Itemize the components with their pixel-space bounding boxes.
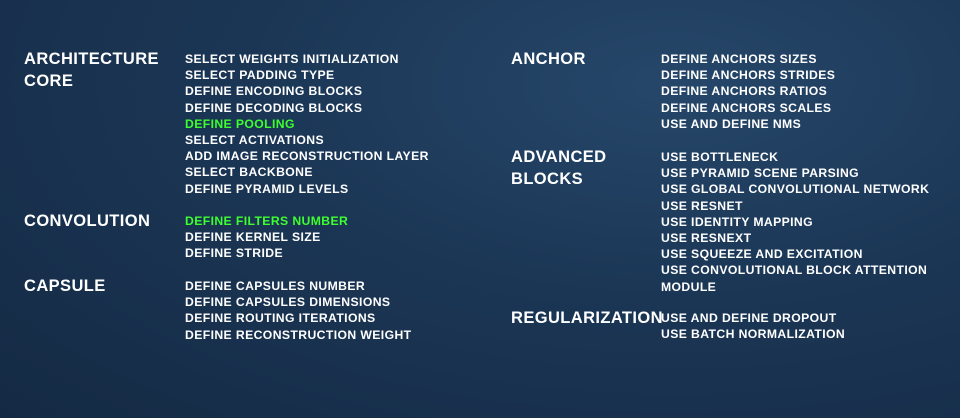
option-item: USE BATCH NORMALIZATION [661,327,846,342]
option-item: MODULE [661,279,717,294]
option-item: USE GLOBAL CONVOLUTIONAL NETWORK [661,182,930,197]
option-list: DEFINE CAPSULES NUMBER DEFINE CAPSULES D… [185,278,412,343]
option-item: USE BOTTLENECK [661,150,779,164]
option-item: DEFINE PYRAMID LEVELS [185,181,349,196]
option-item: USE AND DEFINE NMS [661,116,802,131]
category-title: CONVOLUTION [24,212,151,230]
option-item: USE RESNEXT [661,231,752,246]
option-item: DEFINE ANCHORS SCALES [661,100,832,115]
option-item: DEFINE ANCHORS STRIDES [661,68,836,83]
option-item: SELECT ACTIVATIONS [185,133,325,148]
option-item: ADD IMAGE RECONSTRUCTION LAYER [185,149,429,164]
option-item: USE PYRAMID SCENE PARSING [661,166,860,181]
option-list: USE BOTTLENECK USE PYRAMID SCENE PARSING… [661,149,929,295]
category-title-line: BLOCKS [511,170,584,188]
option-item-highlighted: DEFINE POOLING [185,116,295,131]
option-item: DEFINE RECONSTRUCTION WEIGHT [185,327,412,342]
option-item: DEFINE ROUTING ITERATIONS [185,311,376,326]
category-title: ANCHOR [511,50,586,68]
option-item: USE IDENTITY MAPPING [661,214,814,229]
option-list: DEFINE ANCHORS SIZES DEFINE ANCHORS STRI… [661,51,835,132]
option-item: DEFINE CAPSULES NUMBER [185,279,366,293]
option-item: DEFINE ANCHORS RATIOS [661,84,828,99]
option-list: DEFINE FILTERS NUMBER DEFINE KERNEL SIZE… [185,213,348,262]
category-title-line: ADVANCED [511,148,607,166]
option-item: DEFINE ANCHORS SIZES [661,52,817,66]
option-item: DEFINE DECODING BLOCKS [185,100,363,115]
option-item: DEFINE CAPSULES DIMENSIONS [185,295,391,310]
option-item: SELECT WEIGHTS INITIALIZATION [185,52,399,66]
option-item: DEFINE ENCODING BLOCKS [185,84,363,99]
option-item: DEFINE KERNEL SIZE [185,230,321,245]
option-item: USE RESNET [661,198,743,213]
category-title: REGULARIZATION [511,309,663,327]
option-item: SELECT BACKBONE [185,165,313,180]
option-item-highlighted: DEFINE FILTERS NUMBER [185,214,349,228]
option-item: USE AND DEFINE DROPOUT [661,311,837,325]
category-title: ARCHITECTURE CORE [24,48,159,92]
category-title: ADVANCED BLOCKS [511,146,606,190]
option-item: USE SQUEEZE AND EXCITATION [661,247,863,262]
option-item: USE CONVOLUTIONAL BLOCK ATTENTION [661,263,928,278]
option-item: DEFINE STRIDE [185,246,283,261]
option-item: SELECT PADDING TYPE [185,68,335,83]
option-list: USE AND DEFINE DROPOUT USE BATCH NORMALI… [661,310,845,342]
option-list: SELECT WEIGHTS INITIALIZATION SELECT PAD… [185,51,429,197]
category-title-line: CORE [24,72,74,90]
category-title-line: ARCHITECTURE [24,50,159,68]
category-title: CAPSULE [24,277,106,295]
